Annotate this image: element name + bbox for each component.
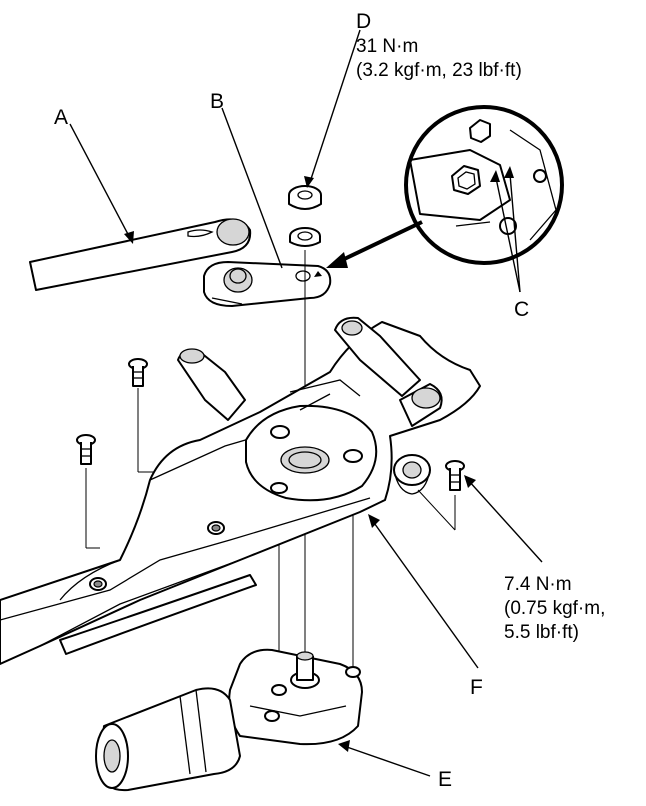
torque-bolts-line1: 7.4 N·m <box>504 574 572 595</box>
bolt-right <box>445 460 465 491</box>
label-e: E <box>438 768 452 791</box>
linkage-rod <box>29 218 252 291</box>
nut-and-washer <box>288 185 322 247</box>
detail-inset <box>404 105 564 265</box>
bolt-rear <box>128 358 148 387</box>
torque-d-line2: (3.2 kgf·m, 23 lbf·ft) <box>356 60 522 81</box>
flange-bolts <box>76 358 465 491</box>
label-c: C <box>514 298 529 321</box>
label-f: F <box>470 676 483 699</box>
leader-lines <box>69 29 543 777</box>
link-plate <box>203 261 332 307</box>
label-d: D <box>356 10 371 33</box>
label-a: A <box>54 106 68 129</box>
bolt-left <box>76 434 96 465</box>
torque-d-line1: 31 N·m <box>356 36 418 57</box>
label-b: B <box>210 90 224 113</box>
wiper-motor <box>95 648 363 792</box>
detail-arrow <box>326 220 423 268</box>
torque-bolts-line3: 5.5 lbf·ft) <box>504 622 579 643</box>
wiper-frame <box>0 316 481 665</box>
torque-bolts-line2: (0.75 kgf·m, <box>504 598 605 619</box>
